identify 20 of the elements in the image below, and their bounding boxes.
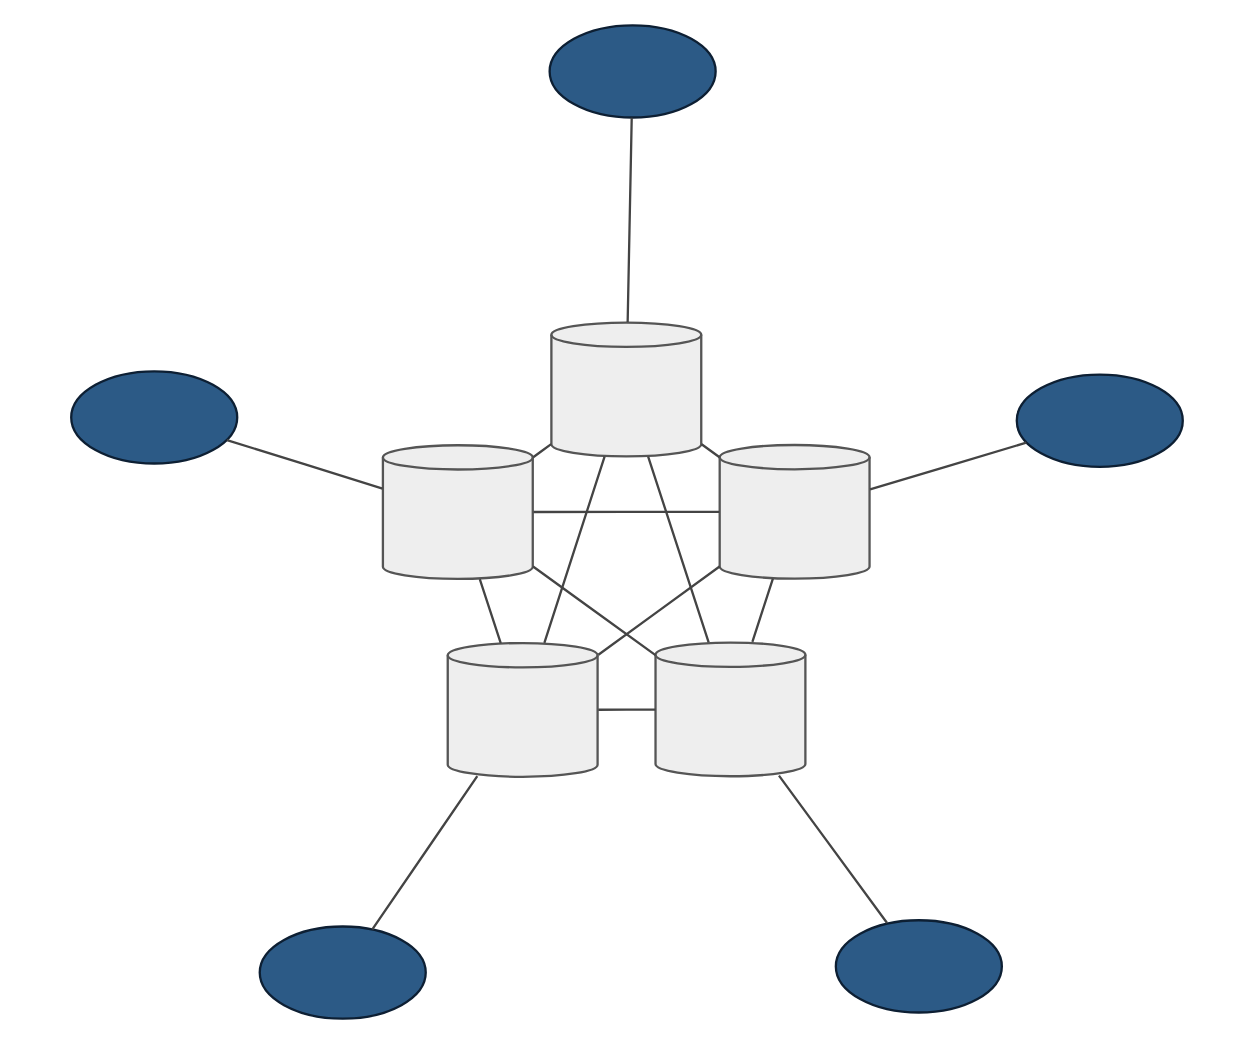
connector — [646, 456, 709, 643]
node-cloud — [1014, 373, 1183, 468]
connector — [625, 117, 632, 323]
connector — [477, 578, 501, 644]
connector — [597, 708, 655, 711]
connector — [225, 438, 382, 490]
node-cloud — [833, 919, 1002, 1014]
node-cloud — [257, 925, 426, 1020]
connector — [370, 775, 478, 931]
connector — [750, 578, 773, 643]
connector — [596, 565, 720, 656]
node-cloud — [547, 24, 716, 119]
connector — [777, 774, 887, 924]
connector — [542, 456, 605, 644]
connector — [531, 565, 656, 657]
connector — [532, 510, 719, 514]
connector — [531, 443, 551, 459]
connector — [868, 441, 1026, 491]
connector — [699, 443, 720, 459]
node-cloud — [69, 370, 238, 465]
